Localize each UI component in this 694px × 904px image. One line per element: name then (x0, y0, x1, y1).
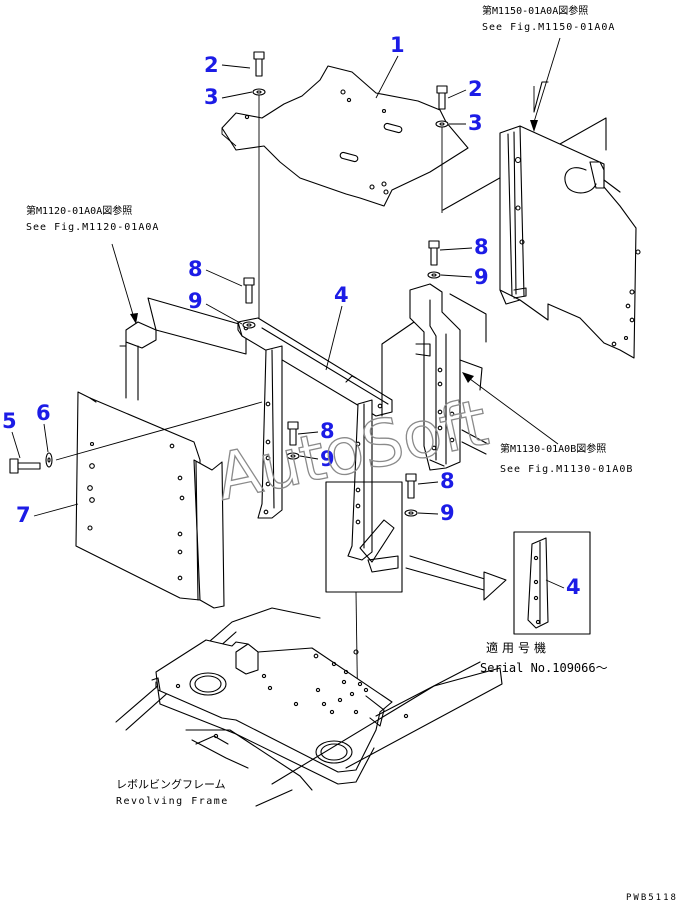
washer-9-right-upper (427, 271, 441, 279)
callout-5: 5 (2, 409, 17, 433)
callout-3-right: 3 (468, 111, 483, 135)
callout-9-lower: 9 (440, 501, 455, 525)
washer-3-left (252, 88, 266, 96)
callout-2-left: 2 (204, 53, 219, 77)
drawing-code: PWB5118 (626, 893, 678, 903)
callout-8-lower: 8 (440, 469, 455, 493)
callout-6: 6 (36, 401, 51, 425)
callout-7: 7 (16, 503, 31, 527)
frame-label-en: Revolving Frame (116, 796, 229, 807)
callouts: 1 2 3 2 3 4 8 9 8 9 8 9 8 9 5 6 7 4 (2, 33, 581, 599)
frame-4 (237, 317, 393, 561)
bracket-m1120 (111, 243, 247, 401)
callout-4: 4 (334, 283, 349, 307)
top-cover-plate (221, 65, 469, 207)
bolt-5 (9, 452, 53, 474)
callout-8-right-upper: 8 (474, 235, 489, 259)
side-panel-m1150 (442, 117, 641, 359)
frame-label-jp: レボルビングフレーム (116, 777, 226, 791)
ref-m1130-en: See Fig.M1130-01A0B (500, 464, 633, 475)
washer-9-center (286, 452, 300, 460)
bolt-8-right-upper (427, 240, 441, 279)
callout-1: 1 (390, 33, 405, 57)
ref-m1120-jp: 第M1120-01A0A図参照 (26, 204, 132, 217)
side-panel-7 (75, 391, 225, 609)
callout-4-detail: 4 (566, 575, 581, 599)
bolt-8-left (242, 277, 256, 329)
arrowhead-m1150 (530, 120, 538, 132)
bolt-8-lower (404, 473, 418, 517)
callout-9-center: 9 (320, 447, 335, 471)
ref-m1130-jp: 第M1130-01A0B図参照 (500, 442, 606, 455)
callout-2-right: 2 (468, 77, 483, 101)
bolt-2-right (435, 85, 449, 213)
bolt-2-left (252, 51, 266, 330)
callout-9-left: 9 (188, 289, 203, 313)
callout-8-center: 8 (320, 419, 335, 443)
ref-m1150-en: See Fig.M1150-01A0A (482, 22, 615, 33)
ref-m1120-en: See Fig.M1120-01A0A (26, 222, 159, 233)
serial-detail (405, 531, 591, 635)
washer-3-right (435, 120, 449, 128)
detail-box (325, 481, 403, 593)
callout-3-left: 3 (204, 85, 219, 109)
callout-8-left: 8 (188, 257, 203, 281)
callout-9-right-upper: 9 (474, 265, 489, 289)
serial-label-en: Serial No.109066～ (480, 661, 608, 675)
watermark: AutoSoft (210, 386, 494, 516)
washer-9-lower (404, 509, 418, 517)
side-assembly-m1130 (381, 283, 489, 471)
ref-m1150-jp: 第M1150-01A0A図参照 (482, 4, 588, 17)
washer-6 (45, 452, 53, 468)
washer-9-left (242, 321, 256, 329)
revolving-frame (115, 607, 503, 807)
reference-labels: 第M1150-01A0A図参照 See Fig.M1150-01A0A 第M11… (26, 4, 678, 903)
bolt-8-center (286, 421, 300, 460)
serial-label-jp: 適用号機 (486, 640, 550, 655)
